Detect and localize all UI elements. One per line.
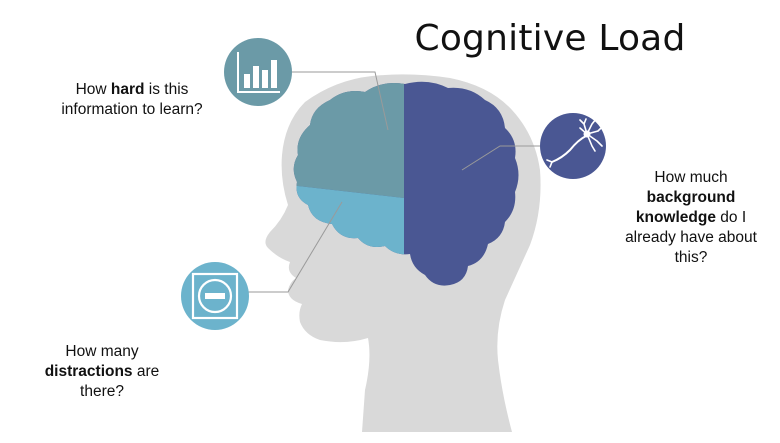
no-entry-icon xyxy=(181,262,249,330)
question-hard: How hard is this information to learn? xyxy=(61,81,203,118)
bar-chart-icon xyxy=(224,38,292,106)
leader-line-chart xyxy=(292,71,389,131)
page-title: Cognitive Load xyxy=(414,18,686,59)
leader-line-neuron xyxy=(461,145,540,171)
leader-line-distraction xyxy=(248,201,343,293)
question-background-knowledge: How much background knowledge do I alrea… xyxy=(625,169,757,266)
question-distractions: How many distractions are there? xyxy=(44,343,160,400)
neuron-icon xyxy=(540,113,606,179)
